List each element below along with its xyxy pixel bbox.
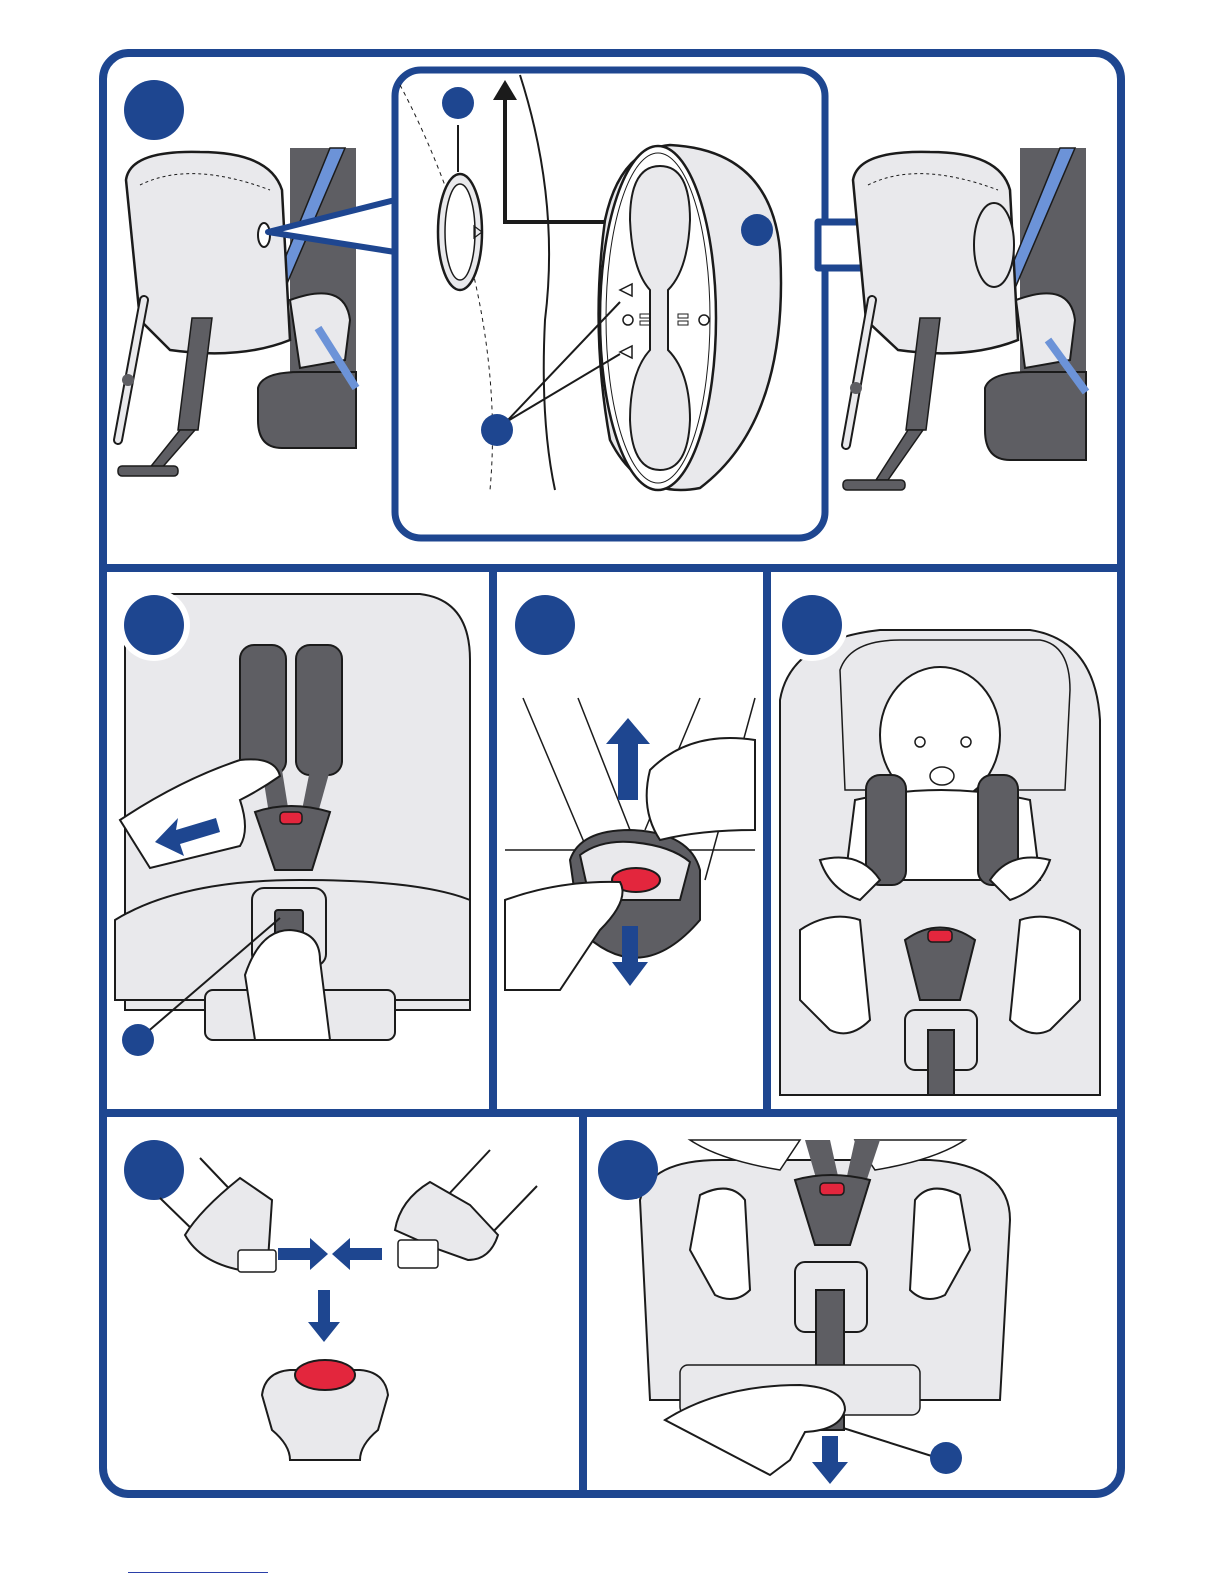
buckle-button xyxy=(280,812,302,824)
step-badge xyxy=(124,1140,184,1200)
buckle-button xyxy=(820,1183,844,1195)
buckle-tongue-right xyxy=(398,1240,438,1268)
callout-badge xyxy=(741,214,773,246)
panel-6 xyxy=(598,1140,1010,1484)
panel-3 xyxy=(505,595,755,990)
shoulder-strap-left xyxy=(240,645,286,775)
step-badge xyxy=(124,595,184,655)
buckle-tongue-left xyxy=(238,1250,276,1272)
arrow-down-icon xyxy=(308,1290,340,1342)
panel-5 xyxy=(124,1140,537,1460)
callout-badge xyxy=(930,1442,962,1474)
released-clip-icon xyxy=(974,203,1014,287)
callout-badge xyxy=(122,1024,154,1056)
arrow-left-icon xyxy=(332,1238,382,1270)
buckle-button xyxy=(295,1360,355,1390)
arrow-right-icon xyxy=(278,1238,328,1270)
buckle-button xyxy=(928,930,952,942)
panel-2 xyxy=(115,589,470,1056)
page-footer-underline xyxy=(128,1572,268,1573)
shoulder-strap-right xyxy=(296,645,342,775)
step-badge xyxy=(124,80,184,140)
zoom-detail-box xyxy=(395,70,825,538)
step-badge xyxy=(515,595,575,655)
callout-badge xyxy=(442,87,474,119)
callout-badge xyxy=(481,414,513,446)
step-badge xyxy=(598,1140,658,1200)
seat-rear-view-left xyxy=(118,148,356,476)
step-badge xyxy=(782,595,842,655)
seat-rear-view-right xyxy=(843,148,1086,490)
panel-1 xyxy=(118,70,1086,538)
panel-4 xyxy=(776,589,1100,1095)
arrow-down-icon xyxy=(812,1436,848,1484)
shoulder-strap-left xyxy=(866,775,906,885)
